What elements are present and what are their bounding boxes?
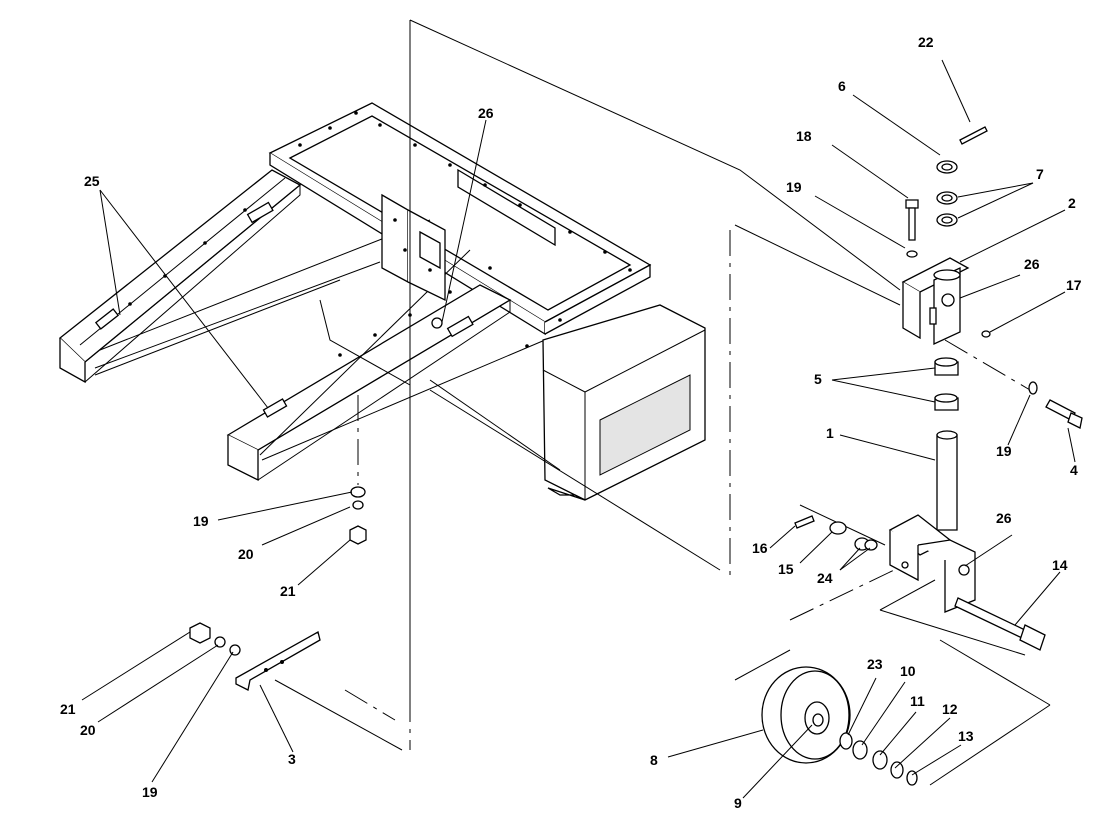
- callout-19: 19: [996, 443, 1012, 459]
- callout-21: 21: [60, 701, 76, 717]
- callout-5: 5: [814, 371, 822, 387]
- callout-26: 26: [1024, 256, 1040, 272]
- assembly-centerlines: [274, 19, 1051, 786]
- callout-19: 19: [786, 179, 802, 195]
- callout-16: 16: [752, 540, 768, 556]
- callout-7: 7: [1036, 166, 1044, 182]
- spindle-assembly: [794, 126, 1083, 651]
- callout-23: 23: [867, 656, 883, 672]
- callout-1: 1: [826, 425, 834, 441]
- callout-22: 22: [918, 34, 934, 50]
- callout-2: 2: [1068, 195, 1076, 211]
- callout-10: 10: [900, 663, 916, 679]
- callout-11: 11: [910, 693, 925, 709]
- callout-3: 3: [288, 751, 296, 767]
- callout-14: 14: [1052, 557, 1068, 573]
- callout-24: 24: [817, 570, 833, 586]
- callout-25: 25: [84, 173, 100, 189]
- wheel-assembly: [761, 666, 918, 786]
- callout-20: 20: [238, 546, 254, 562]
- callout-15: 15: [778, 561, 794, 577]
- callout-18: 18: [796, 128, 812, 144]
- hitch-hardware: [189, 486, 367, 691]
- frame-holes: [128, 111, 632, 357]
- callout-20: 20: [80, 722, 96, 738]
- callout-21: 21: [280, 583, 296, 599]
- callout-26: 26: [996, 510, 1012, 526]
- callout-12: 12: [942, 701, 958, 717]
- callout-6: 6: [838, 78, 846, 94]
- callout-labels: 22 6 18 7 19 2 26 17 26 25 5 1 19 4 19 2…: [60, 34, 1082, 811]
- callout-9: 9: [734, 795, 742, 811]
- leader-lines: [81, 59, 1076, 799]
- callout-8: 8: [650, 752, 658, 768]
- callout-26: 26: [478, 105, 494, 121]
- callout-17: 17: [1066, 277, 1082, 293]
- frame-assembly: [59, 102, 706, 501]
- callout-4: 4: [1070, 462, 1078, 478]
- callout-13: 13: [958, 728, 974, 744]
- callout-19: 19: [142, 784, 158, 800]
- callout-19: 19: [193, 513, 209, 529]
